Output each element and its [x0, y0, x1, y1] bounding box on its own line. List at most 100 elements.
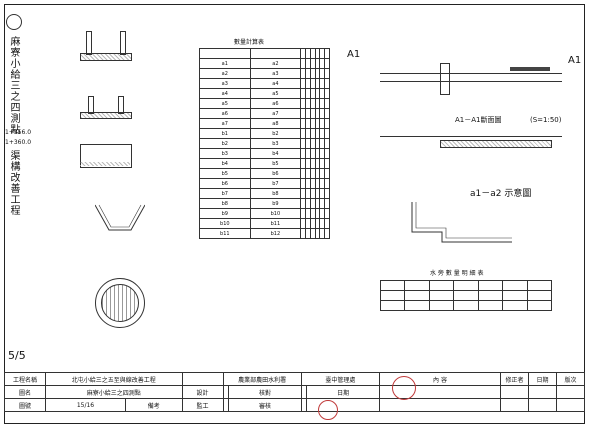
station-end: 1+360.0: [5, 139, 32, 146]
section-drawing-2: [80, 92, 132, 122]
quantity-cell: b7: [249, 178, 302, 189]
project-name: 北屯小給三之五至與線改善工程: [45, 372, 183, 386]
drawing-label: 圖名: [4, 385, 46, 399]
date-label: 日期: [306, 385, 380, 399]
quantity-cell: [324, 228, 330, 239]
revision-date-header: 日期: [528, 372, 557, 386]
org-sub: 臺中管理處: [300, 372, 381, 386]
quantity-cell: b10: [199, 218, 251, 229]
quantity-cell: a4: [249, 78, 302, 89]
a1-section-scale: (S=1:50): [530, 116, 562, 124]
quantity-cell: [324, 208, 330, 219]
quantity-cell: b11: [199, 228, 251, 239]
a1a2-title: a1－a2 示意圖: [470, 189, 532, 199]
quantity-cell: [324, 118, 330, 129]
quantity-cell: [324, 58, 330, 69]
quantity-cell: [324, 218, 330, 229]
outer-frame: [4, 4, 585, 424]
quantity-cell: [324, 128, 330, 139]
quantity-cell: b5: [249, 158, 302, 169]
plan-label-right: A1: [568, 55, 582, 66]
quantity-cell: [324, 138, 330, 149]
org-name: 農業部農田水利署: [222, 372, 302, 386]
quantity-cell: b1: [199, 128, 251, 139]
quantity-cell: a7: [199, 118, 251, 129]
corner-sheet-number: 5/5: [8, 349, 26, 362]
reviewer-label: 審核: [228, 398, 302, 412]
designer-label: 設計: [181, 385, 224, 399]
side-table-title: 水 旁 數 量 明 細 表: [430, 270, 484, 277]
quantity-cell: [324, 78, 330, 89]
quantity-cell: b11: [249, 218, 302, 229]
approval-stamp: [318, 400, 338, 420]
quantity-cell: a6: [199, 108, 251, 119]
quantity-cell: a8: [249, 118, 302, 129]
quantity-cell: a4: [199, 88, 251, 99]
quantity-table-head: [199, 48, 330, 59]
quantity-cell: a3: [249, 68, 302, 79]
quantity-cell: a2: [249, 58, 302, 69]
plan-view: [380, 55, 562, 105]
vertical-project-title: 麻寮小給三之四測點: [8, 36, 19, 135]
quantity-table-title: 數量計算表: [234, 39, 265, 46]
quantity-cell: b9: [199, 208, 251, 219]
quantity-cell: [324, 68, 330, 79]
quantity-cell: b2: [249, 128, 302, 139]
quantity-cell: a6: [249, 98, 302, 109]
drawing-name: 麻寮小給三之四測點: [45, 385, 183, 399]
quantity-cell: [324, 168, 330, 179]
quantity-cell: [324, 108, 330, 119]
plan-label-top: A1: [347, 49, 361, 60]
quantity-cell: [324, 88, 330, 99]
index-label: 備考: [124, 398, 183, 412]
approval-stamp: [392, 376, 416, 400]
quantity-cell: b3: [199, 148, 251, 159]
quantity-cell: b4: [199, 158, 251, 169]
manhole-plan: [95, 278, 145, 336]
quantity-cell: b6: [199, 178, 251, 189]
side-table: [379, 280, 553, 311]
title-block: 工程名稱 北屯小給三之五至與線改善工程 農業部農田水利署 臺中管理處 內 容 修…: [4, 372, 585, 412]
quantity-cell: [324, 148, 330, 159]
quantity-cell: b7: [199, 188, 251, 199]
quantity-cell: [324, 158, 330, 169]
section-drawing-4: [94, 200, 146, 240]
quantity-cell: b6: [249, 168, 302, 179]
station-start: 1+356.0: [5, 129, 32, 136]
quantity-cell: a2: [199, 68, 251, 79]
quantity-cell: [324, 98, 330, 109]
quantity-cell: b2: [199, 138, 251, 149]
sheet-label: 圖號: [4, 398, 46, 412]
reference-circle: [6, 14, 22, 30]
checker-label: 核對: [228, 385, 302, 399]
quantity-cell: b4: [249, 148, 302, 159]
a1-section: [380, 130, 562, 156]
revision-editor-header: 修正者: [500, 372, 529, 386]
quantity-cell: b12: [249, 228, 302, 239]
quantity-cell: [324, 188, 330, 199]
quantity-cell: b9: [249, 198, 302, 209]
section-drawing-1: [80, 25, 132, 65]
quantity-cell: b5: [199, 168, 251, 179]
quantity-cell: b3: [249, 138, 302, 149]
section-drawing-3: [80, 140, 132, 170]
a1-section-title: A1－A1斷面圖: [455, 116, 502, 124]
quantity-cell: a7: [249, 108, 302, 119]
